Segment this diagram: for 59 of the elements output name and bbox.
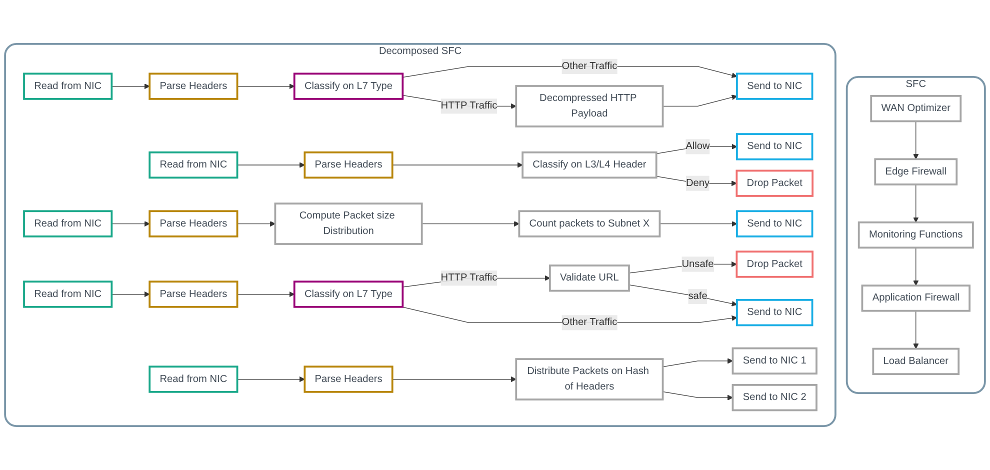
arrow [111,84,150,90]
arrow [662,358,733,368]
edge-label: HTTP Traffic [440,100,498,112]
arrow [913,247,919,286]
node-box: Edge Firewall [874,158,958,186]
arrow [913,310,919,350]
arrow [236,376,305,382]
node-box: Send to NIC [736,299,814,326]
node-box: Monitoring Functions [858,221,974,249]
node-box: Read from NIC [23,72,113,100]
arrow [392,376,516,382]
arrow [236,162,305,168]
arrow [662,391,733,400]
node-box: Send to NIC [736,210,814,238]
node-box: Parse Headers [148,72,238,100]
node-box: Load Balancer [872,348,960,375]
node-box: WAN Optimizer [870,95,962,122]
edge-label: Unsafe [682,258,714,270]
arrow [913,120,919,160]
node-box: Parse Headers [148,210,238,238]
node-box: Count packets to Subnet X [518,210,661,238]
edge-label: Other Traffic [562,60,618,72]
node-box: Read from NIC [148,366,238,393]
arrow [913,184,919,223]
arrow [236,84,295,90]
node-box: Drop Packet [736,250,814,278]
node-box: Parse Headers [148,280,238,308]
arrow [422,221,520,227]
node-box: Read from NIC [23,210,113,238]
node-box: Read from NIC [148,151,238,179]
node-box: Classify on L7 Type [293,280,404,308]
arrow [659,221,738,227]
node-box: Validate URL [548,264,630,292]
node-box: Send to NIC 2 [732,384,818,412]
arrow [111,291,150,298]
node-box: Send to NIC [736,133,814,160]
node-box: Classify on L3/L4 Header [522,151,658,179]
node-box: Read from NIC [23,280,113,308]
node-box: Compute Packet size Distribution [274,202,423,245]
node-box: Drop Packet [736,170,814,197]
node-box: Decompressed HTTP Payload [515,85,664,128]
node-box: Parse Headers [304,151,394,179]
arrow [662,94,738,107]
node-box: Distribute Packets on Hash of Headers [515,358,664,400]
arrow [628,284,738,306]
edge-label: safe [688,290,708,302]
node-box: Application Firewall [861,284,970,312]
arrow [236,221,276,227]
edge-label: HTTP Traffic [440,272,498,284]
edge-label: Deny [686,178,710,188]
arrow [111,221,150,227]
edge-label: Allow [686,140,710,152]
arrow [236,291,295,298]
node-box: Parse Headers [304,366,394,393]
node-box: Send to NIC 1 [732,347,818,375]
edge-label: Other Traffic [562,317,618,328]
arrow [392,162,523,168]
node-box: Send to NIC [736,72,814,100]
node-box: Classify on L7 Type [293,72,404,100]
